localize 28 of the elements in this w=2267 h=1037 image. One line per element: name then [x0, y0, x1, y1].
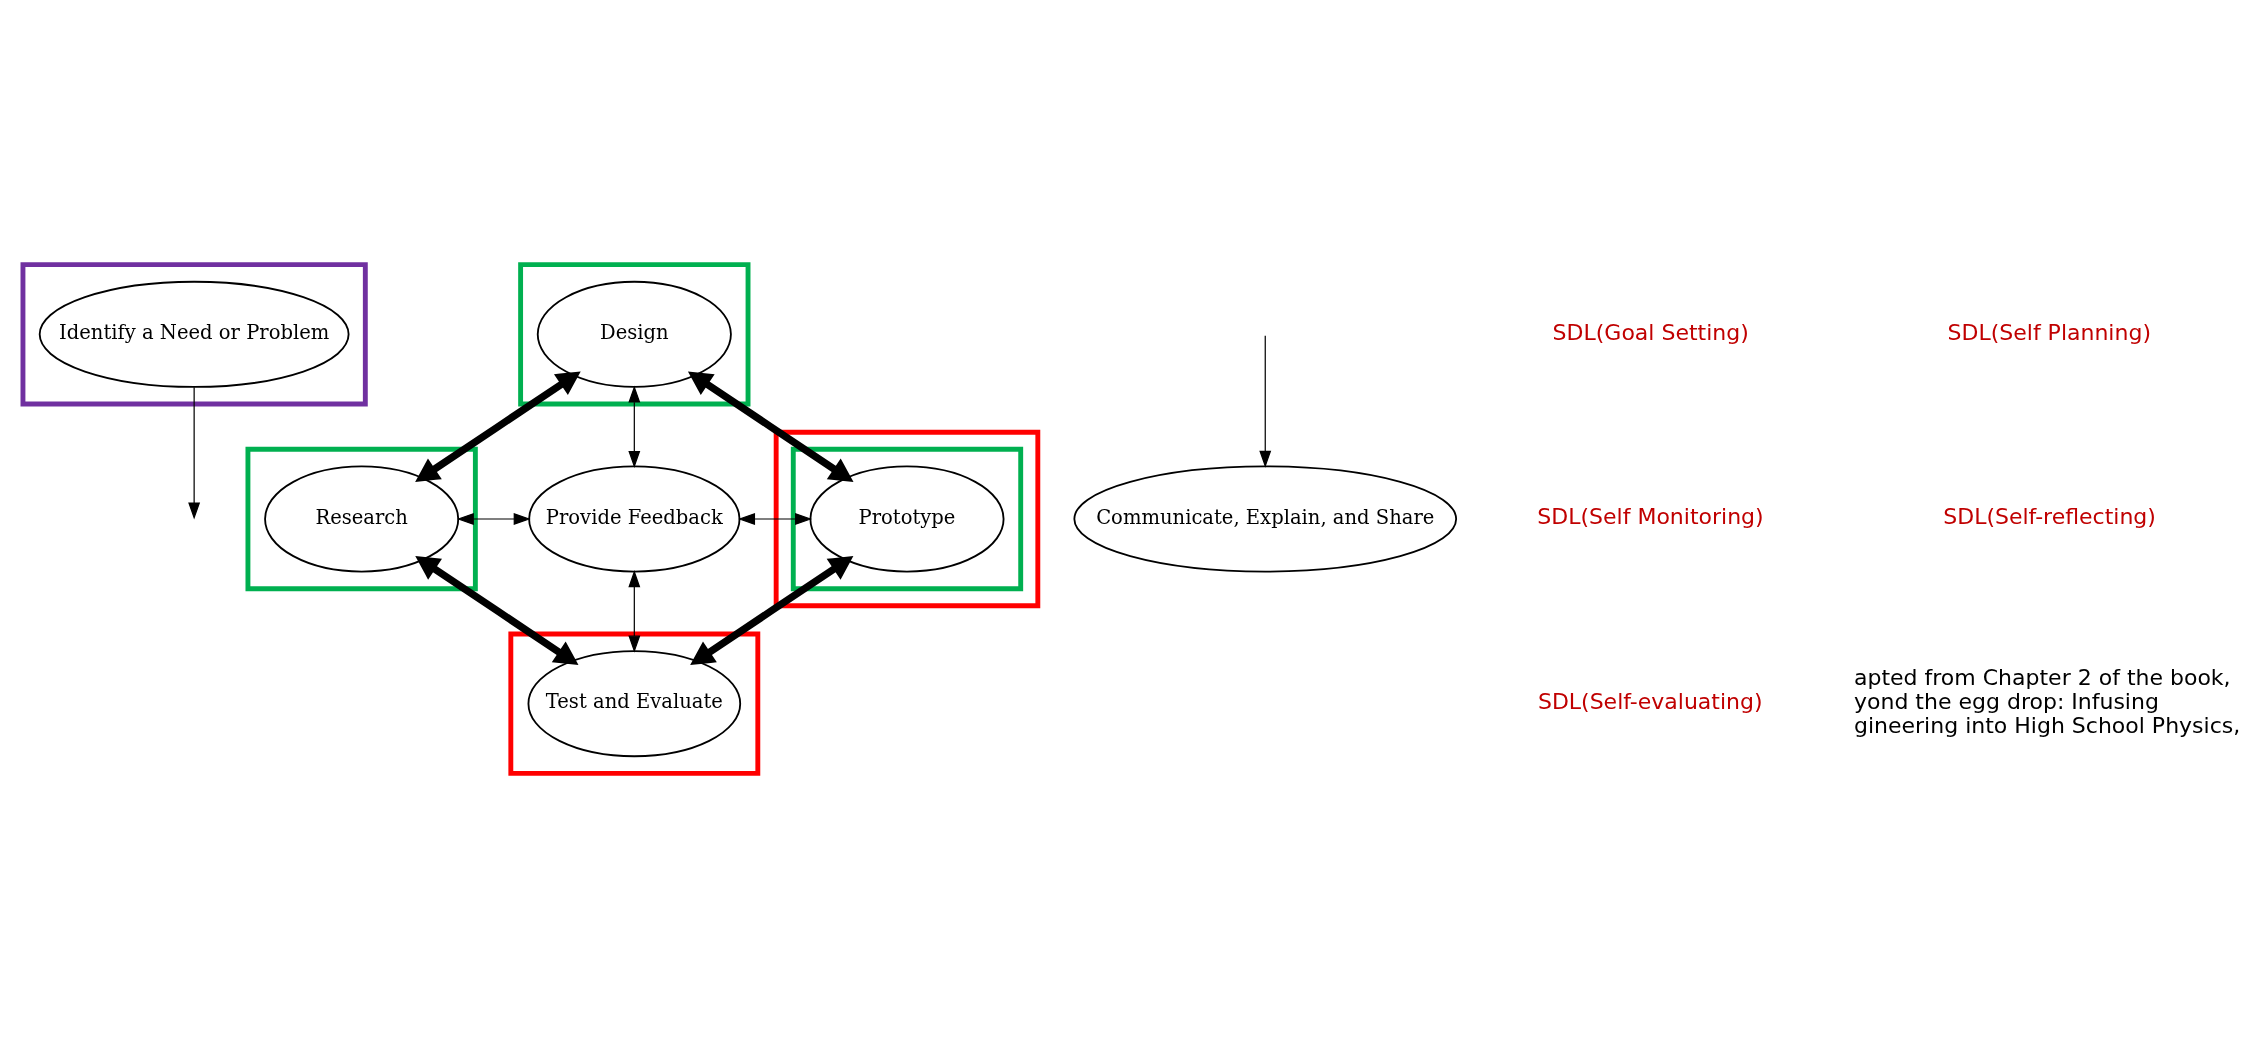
- arrow: [188, 386, 201, 520]
- arrow: [456, 512, 531, 525]
- cluster: [508, 631, 761, 776]
- arrow: [1259, 334, 1272, 468]
- arrow: [628, 569, 641, 653]
- node-ellipse: Test and Evaluate: [527, 649, 742, 757]
- arrow: [690, 555, 854, 665]
- arrow: [628, 384, 641, 468]
- cluster: [790, 446, 1024, 591]
- arrow: [687, 370, 854, 482]
- cluster: [20, 261, 368, 406]
- node-ellipse: Research: [264, 465, 460, 572]
- label: SDL(Self-reflecting): [1943, 503, 2156, 529]
- node-ellipse: Provide Feedback: [528, 465, 741, 572]
- node-ellipse: Design: [536, 280, 732, 388]
- node-ellipse: Prototype: [809, 465, 1005, 572]
- arrow: [415, 555, 579, 665]
- label: SDL(Self-evaluating): [1537, 688, 1763, 714]
- arrow: [737, 512, 813, 525]
- cluster: [245, 446, 478, 591]
- label: SDL(Goal Setting): [1552, 319, 1749, 345]
- node-ellipse: Identify a Need or Problem: [38, 280, 350, 388]
- label: SDL(Self Monitoring): [1537, 503, 1764, 529]
- cluster: [773, 429, 1041, 608]
- arrow: [415, 370, 581, 482]
- label: apted from Chapter 2 of the book, yond the egg drop: Infusing gineering into High School Physics,: [1853, 664, 2241, 738]
- label: SDL(Self Planning): [1947, 319, 2151, 345]
- node-ellipse: Communicate, Explain, and Share: [1073, 465, 1458, 572]
